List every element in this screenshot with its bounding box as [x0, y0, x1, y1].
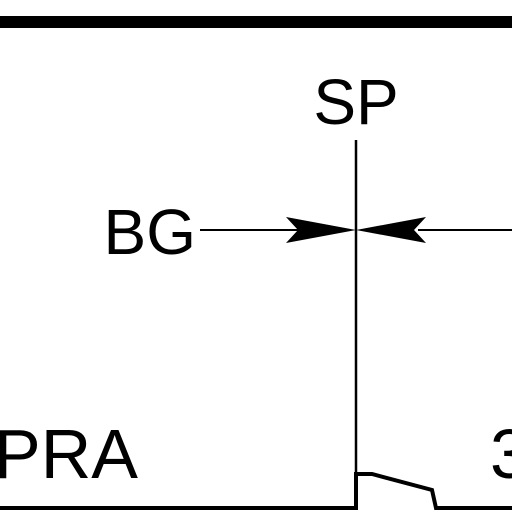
label-pra: PRA: [0, 415, 138, 493]
arrowhead-left: [356, 217, 426, 243]
bottom-line: [0, 472, 512, 510]
label-right-cut: 3: [490, 415, 512, 493]
label-sp: SP: [313, 66, 398, 138]
label-bg: BG: [104, 196, 196, 268]
arrowhead-right: [286, 217, 356, 243]
top-border: [0, 16, 512, 28]
